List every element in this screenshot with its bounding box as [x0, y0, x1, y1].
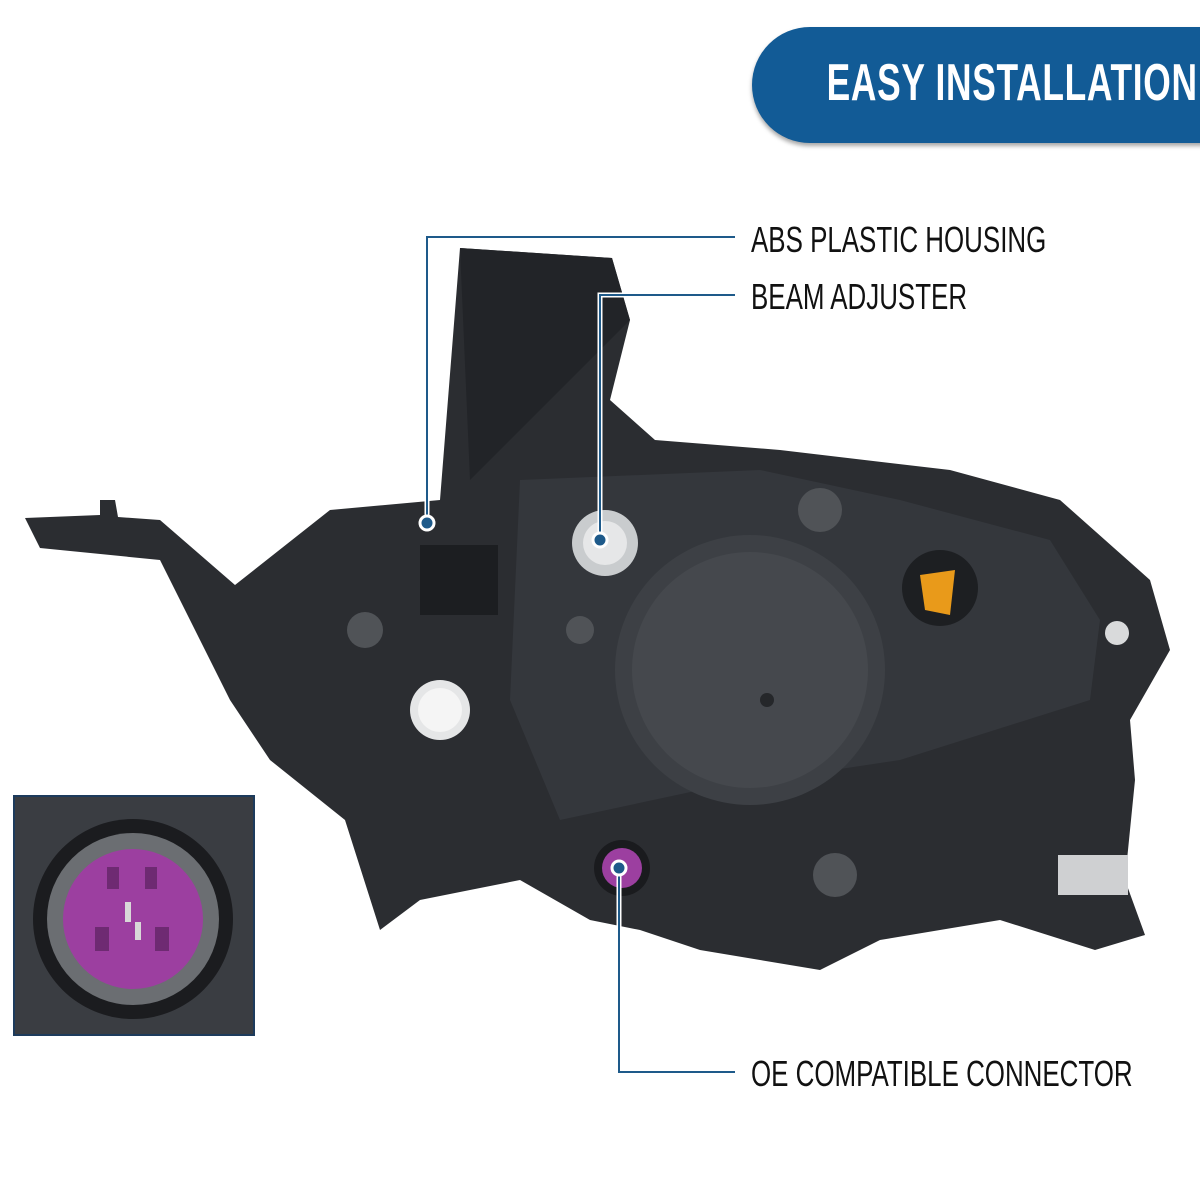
callout-label-housing: ABS PLASTIC HOUSING	[751, 219, 1047, 260]
callout-label-beam: BEAM ADJUSTER	[751, 276, 968, 317]
connector-closeup-image	[33, 819, 233, 1019]
headlight-housing	[25, 248, 1170, 970]
callout-dot-beam	[591, 531, 609, 549]
callout-label-connector: OE COMPATIBLE CONNECTOR	[751, 1053, 1133, 1094]
callout-line-beam	[599, 294, 735, 540]
connector-closeup-inset	[13, 795, 255, 1036]
callout-line-connector	[618, 868, 735, 1073]
callout-dot-housing	[418, 514, 436, 532]
banner-title: EASY INSTALLATION	[826, 54, 1198, 112]
callout-line-housing	[426, 236, 735, 523]
title-banner: EASY INSTALLATION	[752, 27, 1200, 143]
callout-dot-connector	[610, 859, 628, 877]
